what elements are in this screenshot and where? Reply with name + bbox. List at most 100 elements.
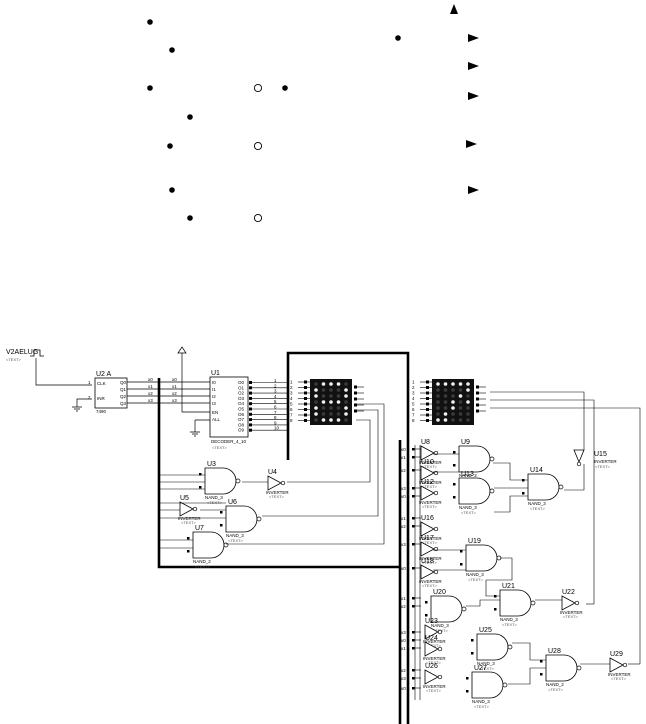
decoder-output-num: 4: [274, 394, 277, 399]
gate-part: NAND_3: [205, 495, 223, 500]
decoder-output-num: 7: [274, 410, 277, 415]
clock-label: V2AELUG: [6, 349, 38, 356]
decoder-output-pin: O1: [238, 385, 245, 390]
dot-marker-icon: [282, 85, 288, 91]
gate-sub: <TEXT>: [479, 666, 495, 671]
svg-text:I2: I2: [212, 394, 216, 399]
gate-ref: U7: [195, 525, 204, 532]
gate-part: INVERTER: [266, 490, 289, 495]
matrix-pin-num: 6: [412, 407, 415, 412]
gate-part: NAND_2: [546, 682, 564, 687]
svg-text:EN: EN: [212, 410, 218, 415]
svg-text:CLK: CLK: [97, 381, 106, 386]
wiring: [160, 391, 641, 700]
gate-ref: U23: [425, 618, 438, 625]
gate-ref: U3: [207, 461, 216, 468]
matrix-pin-num: 8: [412, 418, 415, 423]
triangle-marker-icon: [466, 140, 477, 148]
gate-sub: <TEXT>: [530, 506, 546, 511]
ring-marker-icon: [253, 213, 263, 223]
decoder-output-num: 8: [274, 415, 277, 420]
gate-part: NAND_3: [459, 505, 477, 510]
triangle-marker-icon: [468, 186, 479, 194]
triangle-marker-icon: [468, 92, 479, 100]
gate-part: INVERTER: [419, 480, 442, 485]
decoder-output-pin: O9: [238, 428, 245, 433]
gate-sub: <TEXT>: [422, 484, 438, 489]
gate-part: INVERTER: [594, 459, 617, 464]
net-label: x2: [401, 604, 406, 609]
gate-ref: U13: [461, 471, 474, 478]
dot-marker-icon: [187, 114, 193, 120]
net-label: x0: [401, 638, 406, 643]
gate-part: NAND_3: [226, 533, 244, 538]
gate-ref: U26: [425, 663, 438, 670]
gate-ref: U21: [502, 583, 515, 590]
triangle-marker-icon: [468, 34, 479, 42]
net-label: x0: [401, 447, 406, 452]
net-label: x1: [401, 596, 406, 601]
net-label: x1: [401, 516, 406, 521]
gate-sub: <TEXT>: [461, 510, 477, 515]
gate-part: NAND_3: [431, 623, 449, 628]
gate-sub: <TEXT>: [502, 622, 518, 627]
gate-ref: U4: [268, 469, 277, 476]
svg-text:DECODER_4_10: DECODER_4_10: [211, 439, 247, 444]
gate-sub: <TEXT>: [422, 464, 438, 469]
gate-sub: <TEXT>: [426, 643, 442, 648]
gate-ref: U24: [425, 635, 438, 642]
gate-sub: <TEXT>: [468, 577, 484, 582]
gate-sub: <TEXT>: [422, 560, 438, 565]
gate-layer: U3NAND_3<TEXT>U4INVERTER<TEXT>U5INVERTER…: [178, 439, 631, 709]
top-markers: [147, 4, 479, 223]
svg-text:Q3: Q3: [120, 401, 127, 406]
svg-text:x0: x0: [172, 377, 177, 382]
gate-ref: U6: [228, 499, 237, 506]
gate-sub: <TEXT>: [195, 564, 211, 569]
ring-marker-icon: [253, 83, 263, 93]
net-label: x3: [401, 542, 406, 547]
decoder-output-pin: O6: [238, 412, 245, 417]
gate-sub: <TEXT>: [563, 614, 579, 619]
svg-text:Q0: Q0: [120, 380, 127, 385]
net-label: x0: [401, 494, 406, 499]
gate-sub: <TEXT>: [181, 520, 197, 525]
net-label: x2: [401, 524, 406, 529]
decoder-output-num: 2: [274, 383, 277, 388]
counter-u2a: U2 A CLK INR Q0 Q1 Q2 Q3 7490 1 2 x0 x1 …: [72, 371, 210, 414]
decoder-output-num: 1: [274, 378, 277, 383]
gate-ref: U16: [421, 515, 434, 522]
gate-part: NAND_2: [459, 473, 477, 478]
ground-icon: [72, 406, 82, 412]
decoder-output-pin: O8: [238, 422, 245, 427]
vcc-arrow-icon: [177, 346, 210, 437]
decoder-output-pin: O0: [238, 380, 245, 385]
gate-part: INVERTER: [608, 672, 631, 677]
gate-part: INVERTER: [419, 579, 442, 584]
decoder-output-num: 10: [274, 426, 280, 431]
gate-ref: U10: [421, 459, 434, 466]
decoder-output-pin: O3: [238, 396, 245, 401]
matrix-pin-num: 7: [290, 413, 293, 418]
decoder-output-num: 3: [274, 389, 277, 394]
clock-source-icon: [30, 349, 44, 357]
dot-marker-icon: [167, 143, 173, 149]
gate-ref: U27: [474, 665, 487, 672]
dot-marker-icon: [169, 187, 175, 193]
